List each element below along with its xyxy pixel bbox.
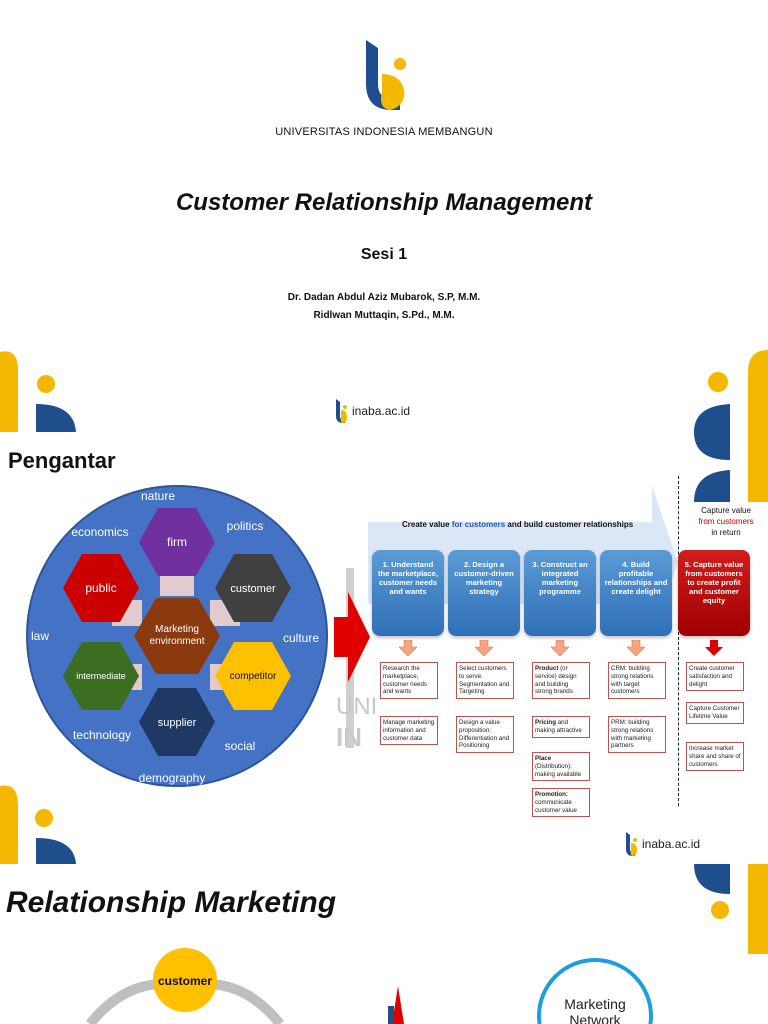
marketing-network-diagram: Marketing Network xyxy=(537,958,653,1024)
col1-box-1: Research the marketplace, customer needs… xyxy=(380,662,438,699)
process-header: Create value for customers and build cus… xyxy=(402,520,633,529)
col3-head-3: Place xyxy=(535,755,552,762)
step-2: 2. Design a customer-driven marketing st… xyxy=(448,550,520,636)
author-2: Ridlwan Muttaqin, S.Pd., M.M. xyxy=(313,310,455,321)
col3-body-4: communicate customer value xyxy=(535,798,577,814)
col5-box-2: Capture Customer Lifetime Value xyxy=(686,702,744,724)
decoration-left xyxy=(0,351,76,432)
col5-box-1: Create customer satisfaction and delight xyxy=(686,662,744,692)
step-5: 5. Capture value from customers to creat… xyxy=(678,550,750,636)
label-demography: demography xyxy=(139,771,206,785)
label-nature: nature xyxy=(141,489,175,503)
hex-supplier: supplier xyxy=(139,688,215,756)
capture-line-2: from customers xyxy=(698,516,754,526)
section-title: Relationship Marketing xyxy=(6,886,337,919)
footer-link[interactable]: inaba.ac.id xyxy=(624,831,700,857)
inaba-logo-icon xyxy=(336,399,347,423)
col4-box-1: CRM: building strong relations with targ… xyxy=(608,662,666,699)
inaba-logo-icon xyxy=(626,832,637,856)
col3-head-2: Pricing xyxy=(535,719,556,726)
network-label-1: Marketing xyxy=(564,996,625,1012)
svg-text:intermediate: intermediate xyxy=(76,671,126,681)
col3-head-4: Promotion: xyxy=(535,791,568,798)
svg-text:supplier: supplier xyxy=(158,717,197,729)
header-highlight: for customers xyxy=(451,520,506,529)
header-text: Create value xyxy=(402,520,452,529)
svg-text:firm: firm xyxy=(167,535,187,549)
hex-competitor: competitor xyxy=(215,642,291,710)
customer-circle xyxy=(153,948,217,1012)
network-label-2: Network xyxy=(569,1012,621,1024)
hex-marketing-environment: Marketing environment xyxy=(134,598,220,674)
session-label: Sesi 1 xyxy=(360,246,408,263)
step-1: 1. Understand the marketplace, customer … xyxy=(372,550,444,636)
label-economics: economics xyxy=(71,525,128,539)
col2-box-1: Select customers to serve: Segmentation … xyxy=(456,662,514,699)
label-technology: technology xyxy=(73,728,131,742)
col3-box-4: Promotion: communicate customer value xyxy=(532,788,590,818)
decoration-right xyxy=(694,350,768,432)
header-text-end: and build customer relationships xyxy=(505,520,634,529)
col3-body-3: (Distribution): making available xyxy=(535,762,582,778)
down-arrow-icon xyxy=(705,640,723,656)
footer-url: inaba.ac.id xyxy=(642,837,701,851)
hex-customer: customer xyxy=(215,554,291,622)
inaba-logo-icon xyxy=(366,40,406,110)
col1-box-2: Manage marketing information and custome… xyxy=(380,716,438,746)
marketing-environment-diagram: nature economics politics law culture te… xyxy=(26,485,328,787)
capture-line-1: Capture value xyxy=(701,506,751,515)
hex-firm: firm xyxy=(139,508,215,576)
col2-box-2: Design a value proposition: Differentiat… xyxy=(456,716,514,753)
svg-text:public: public xyxy=(85,581,116,595)
col3-body-2: and making attractive xyxy=(535,719,582,734)
capture-header: Capture value from customers in return xyxy=(686,506,766,538)
capture-line-3: in return xyxy=(711,527,741,537)
section-title: Pengantar xyxy=(8,448,116,473)
customer-label: customer xyxy=(158,974,212,988)
col4-box-2: PRM: building strong relations with mark… xyxy=(608,716,666,753)
pengantar-slide: Pengantar UNIV IN nature economics polit… xyxy=(0,432,768,864)
down-arrow-icon xyxy=(399,640,417,656)
red-arrow-icon xyxy=(334,592,370,682)
marketing-process-diagram: Create value for customers and build cus… xyxy=(368,476,768,836)
network-circle xyxy=(537,958,653,1024)
label-politics: politics xyxy=(227,519,264,533)
footer-link[interactable]: inaba.ac.id xyxy=(334,398,410,424)
decoration-right-top xyxy=(694,432,768,502)
svg-text:customer: customer xyxy=(230,583,276,595)
col3-box-2: Pricing and making attractive xyxy=(532,716,590,738)
svg-text:competitor: competitor xyxy=(230,671,277,682)
university-name: UNIVERSITAS INDONESIA MEMBANGUN xyxy=(275,126,493,138)
down-arrow-icon xyxy=(551,640,569,656)
col5-box-3: Increase market share and share of custo… xyxy=(686,742,744,772)
col3-body-1: (or service) design and building strong … xyxy=(535,665,577,696)
label-social: social xyxy=(225,739,256,753)
relationship-marketing-slide: Relationship Marketing customer Marketin… xyxy=(0,864,768,1024)
step-4: 4. Build profitable relationships and cr… xyxy=(600,550,672,636)
col3-box-3: Place (Distribution): making available xyxy=(532,752,590,782)
decoration-left-bottom xyxy=(0,785,76,864)
label-culture: culture xyxy=(283,631,319,645)
customer-diagram: customer xyxy=(86,948,284,1024)
col3-box-1: Product (or service) design and building… xyxy=(532,662,590,699)
title-slide: UNIVERSITAS INDONESIA MEMBANGUN Customer… xyxy=(0,0,768,432)
svg-text:environment: environment xyxy=(149,636,204,647)
slide-title: Customer Relationship Management xyxy=(175,189,593,216)
decoration-right-top xyxy=(694,864,768,954)
red-arrow-icon xyxy=(388,986,404,1024)
svg-text:Marketing: Marketing xyxy=(155,624,199,635)
step-3: 3. Construct an integrated marketing pro… xyxy=(524,550,596,636)
down-arrow-icon xyxy=(627,640,645,656)
watermark-text-1: UNIV xyxy=(336,693,376,720)
hex-public: public xyxy=(63,554,139,622)
divider-dashed xyxy=(678,476,679,806)
col3-head-1: Product xyxy=(535,665,559,672)
watermark-text-2: IN xyxy=(336,722,362,748)
label-law: law xyxy=(31,629,49,643)
footer-url: inaba.ac.id xyxy=(352,404,411,418)
author-1: Dr. Dadan Abdul Aziz Mubarok, S.P, M.M. xyxy=(287,292,481,303)
hex-intermediate: intermediate xyxy=(63,642,139,710)
down-arrow-icon xyxy=(475,640,493,656)
